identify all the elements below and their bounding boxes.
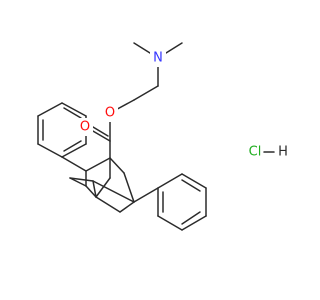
carbonyl-oxygen-label: O: [80, 120, 90, 135]
phenyl-ring-right: [157, 173, 207, 231]
bond-cage-11: [119, 201, 135, 213]
bond-ch2-ch2: [133, 85, 159, 101]
bond-cage-phenyl-right: [133, 187, 159, 203]
bond-cage-10: [95, 196, 121, 213]
atom-labels: N O O Cl H: [77, 49, 288, 160]
molecule-diagram: N O O Cl H: [37, 42, 288, 231]
bond-cage-6: [95, 177, 111, 198]
structure-svg: N O O Cl H: [37, 42, 288, 231]
bond-cage-4: [123, 172, 135, 203]
hydrogen-label: H: [278, 145, 288, 160]
bond-cage-3: [109, 157, 125, 174]
bond-cage-13: [92, 180, 135, 203]
bond-cage-8: [69, 177, 87, 187]
bond-cage-9: [69, 177, 94, 182]
bond-cage-1: [85, 157, 111, 172]
chlorine-label: Cl: [249, 145, 262, 160]
bond-cage-12: [92, 180, 97, 198]
bond-cage-phenyl-left: [61, 156, 87, 172]
nitrogen-label: N: [153, 51, 163, 66]
ester-oxygen-label: O: [105, 106, 115, 121]
bonds: [37, 42, 275, 231]
bond-cage-7: [85, 185, 97, 198]
